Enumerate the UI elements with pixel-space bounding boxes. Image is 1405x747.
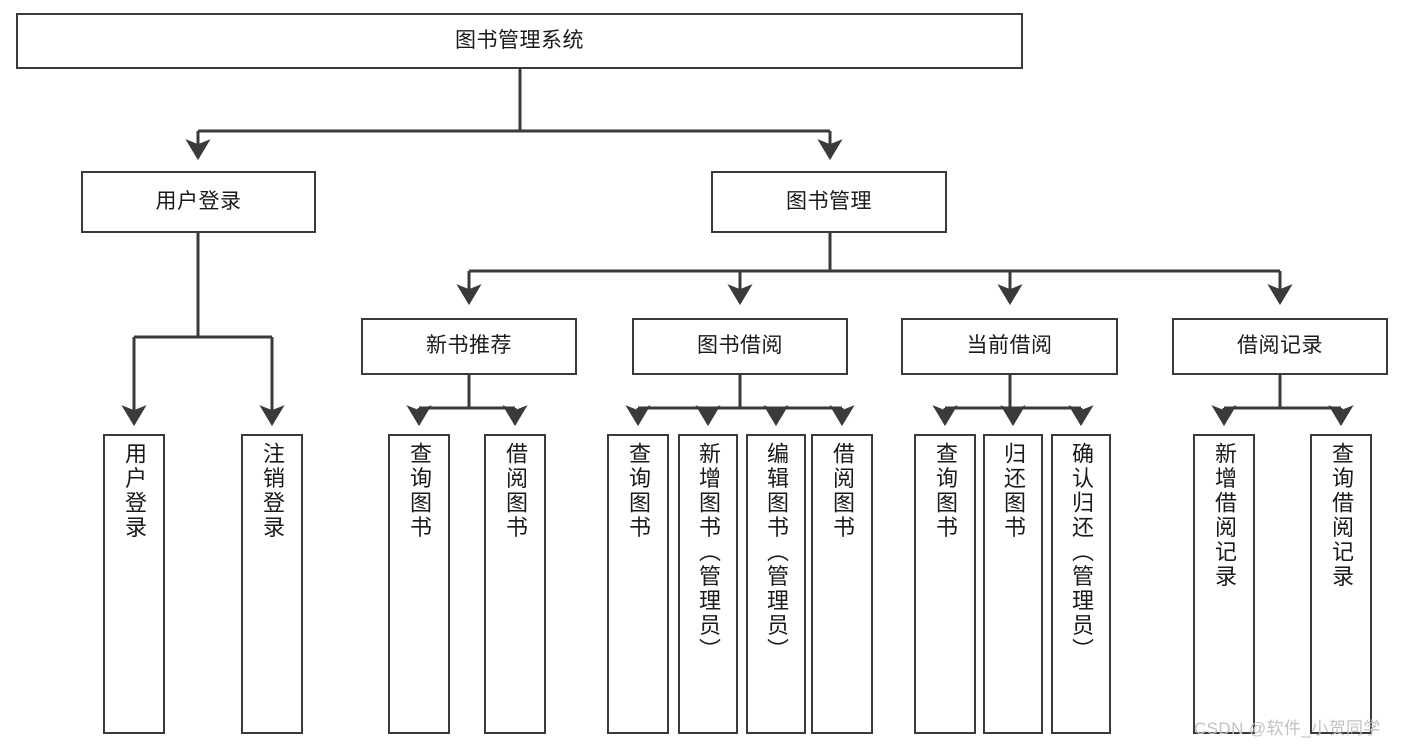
node-new-book-recommend[interactable]: 新书推荐 (361, 318, 577, 375)
node-leaf-borrow-book-2-label: 借阅图书 (830, 442, 855, 540)
node-book-management[interactable]: 图书管理 (711, 171, 947, 233)
node-leaf-add-book-label: 新增图书（管理员） (696, 442, 721, 663)
node-leaf-add-record[interactable]: 新增借阅记录 (1193, 434, 1255, 734)
node-leaf-borrow-book-1-label: 借阅图书 (503, 442, 528, 540)
node-book-management-label: 图书管理 (786, 189, 872, 213)
node-leaf-query-book-3[interactable]: 查询图书 (914, 434, 976, 734)
node-leaf-edit-book-label: 编辑图书（管理员） (764, 442, 789, 663)
node-leaf-query-book-2[interactable]: 查询图书 (607, 434, 669, 734)
node-book-borrow-label: 图书借阅 (697, 334, 783, 358)
node-root-label: 图书管理系统 (455, 28, 584, 52)
csdn-watermark: CSDN @软件_小贺同学 (1194, 719, 1381, 738)
node-leaf-query-book-1[interactable]: 查询图书 (388, 434, 450, 734)
node-user-login-label: 用户登录 (155, 189, 242, 213)
node-leaf-confirm-return[interactable]: 确认归还（管理员） (1051, 434, 1111, 734)
node-leaf-logout-login-label: 注销登录 (260, 442, 285, 540)
node-leaf-user-login[interactable]: 用户登录 (103, 434, 165, 734)
node-root[interactable]: 图书管理系统 (16, 13, 1023, 69)
node-leaf-query-record[interactable]: 查询借阅记录 (1310, 434, 1372, 734)
node-leaf-query-book-3-label: 查询图书 (933, 442, 958, 540)
node-leaf-query-book-1-label: 查询图书 (407, 442, 432, 540)
node-leaf-add-record-label: 新增借阅记录 (1212, 442, 1237, 589)
node-leaf-borrow-book-2[interactable]: 借阅图书 (811, 434, 873, 734)
node-user-login[interactable]: 用户登录 (81, 171, 316, 233)
node-borrow-record[interactable]: 借阅记录 (1172, 318, 1388, 375)
node-leaf-add-book[interactable]: 新增图书（管理员） (678, 434, 738, 734)
node-leaf-query-book-2-label: 查询图书 (626, 442, 651, 540)
node-leaf-return-book[interactable]: 归还图书 (983, 434, 1043, 734)
node-leaf-return-book-label: 归还图书 (1001, 442, 1026, 540)
node-borrow-record-label: 借阅记录 (1237, 334, 1323, 358)
node-leaf-query-record-label: 查询借阅记录 (1329, 442, 1354, 589)
node-book-borrow[interactable]: 图书借阅 (632, 318, 848, 375)
node-leaf-edit-book[interactable]: 编辑图书（管理员） (746, 434, 806, 734)
node-leaf-user-login-label: 用户登录 (122, 442, 147, 540)
node-leaf-borrow-book-1[interactable]: 借阅图书 (484, 434, 546, 734)
node-new-book-recommend-label: 新书推荐 (426, 334, 512, 358)
node-leaf-logout-login[interactable]: 注销登录 (241, 434, 303, 734)
node-current-borrow-label: 当前借阅 (966, 334, 1053, 358)
node-leaf-confirm-return-label: 确认归还（管理员） (1069, 442, 1094, 663)
node-current-borrow[interactable]: 当前借阅 (901, 318, 1118, 375)
